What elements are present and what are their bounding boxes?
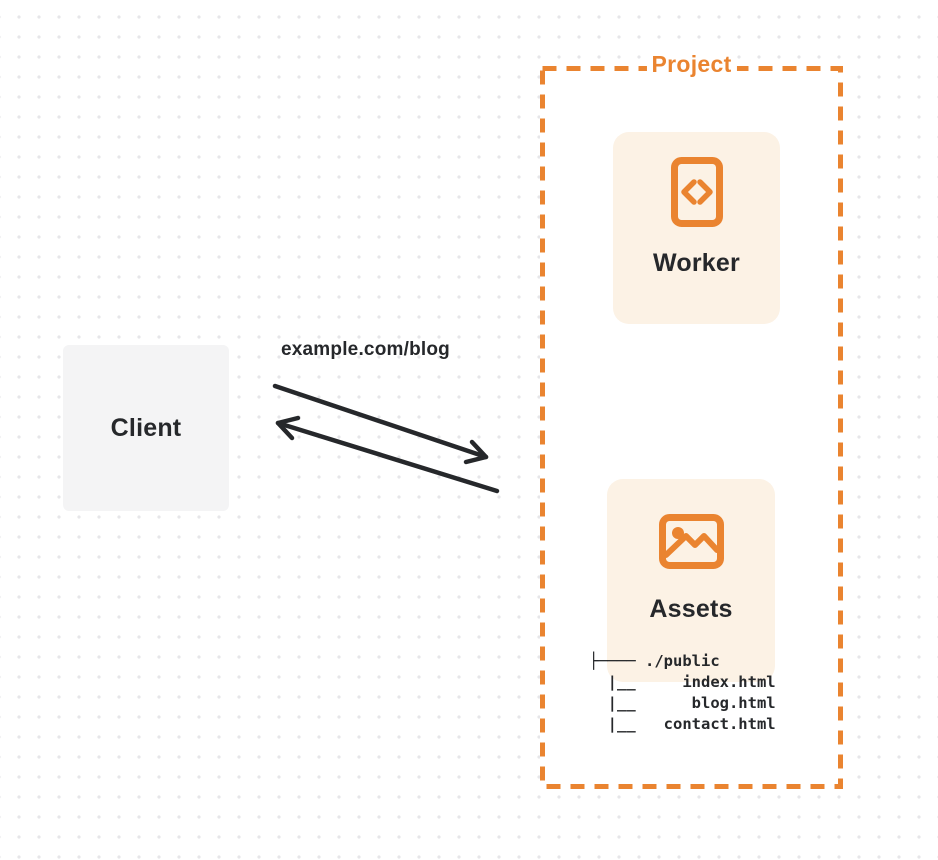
response-arrow <box>275 415 500 494</box>
client-label: Client <box>110 413 182 442</box>
project-label: Project <box>646 51 737 78</box>
project-boundary: Project Worker Assets ├──── ./public |__… <box>540 51 843 789</box>
assets-label: Assets <box>649 595 733 623</box>
file-tree-line-contact: |__ contact.html <box>589 715 776 733</box>
worker-label: Worker <box>653 249 740 277</box>
request-arrow <box>272 383 489 465</box>
assets-node: Assets <box>607 479 775 682</box>
file-tree-line-blog: |__ blog.html <box>589 694 776 712</box>
request-url-label: example.com/blog <box>281 339 450 360</box>
file-tree-line-public: ├──── ./public <box>589 652 720 670</box>
client-node: Client <box>63 345 229 511</box>
worker-node: Worker <box>613 132 780 324</box>
image-icon <box>658 514 724 569</box>
file-tree-line-index: |__ index.html <box>589 673 776 691</box>
assets-file-tree: ├──── ./public |__ index.html |__ blog.h… <box>589 651 776 735</box>
code-icon <box>670 157 723 227</box>
